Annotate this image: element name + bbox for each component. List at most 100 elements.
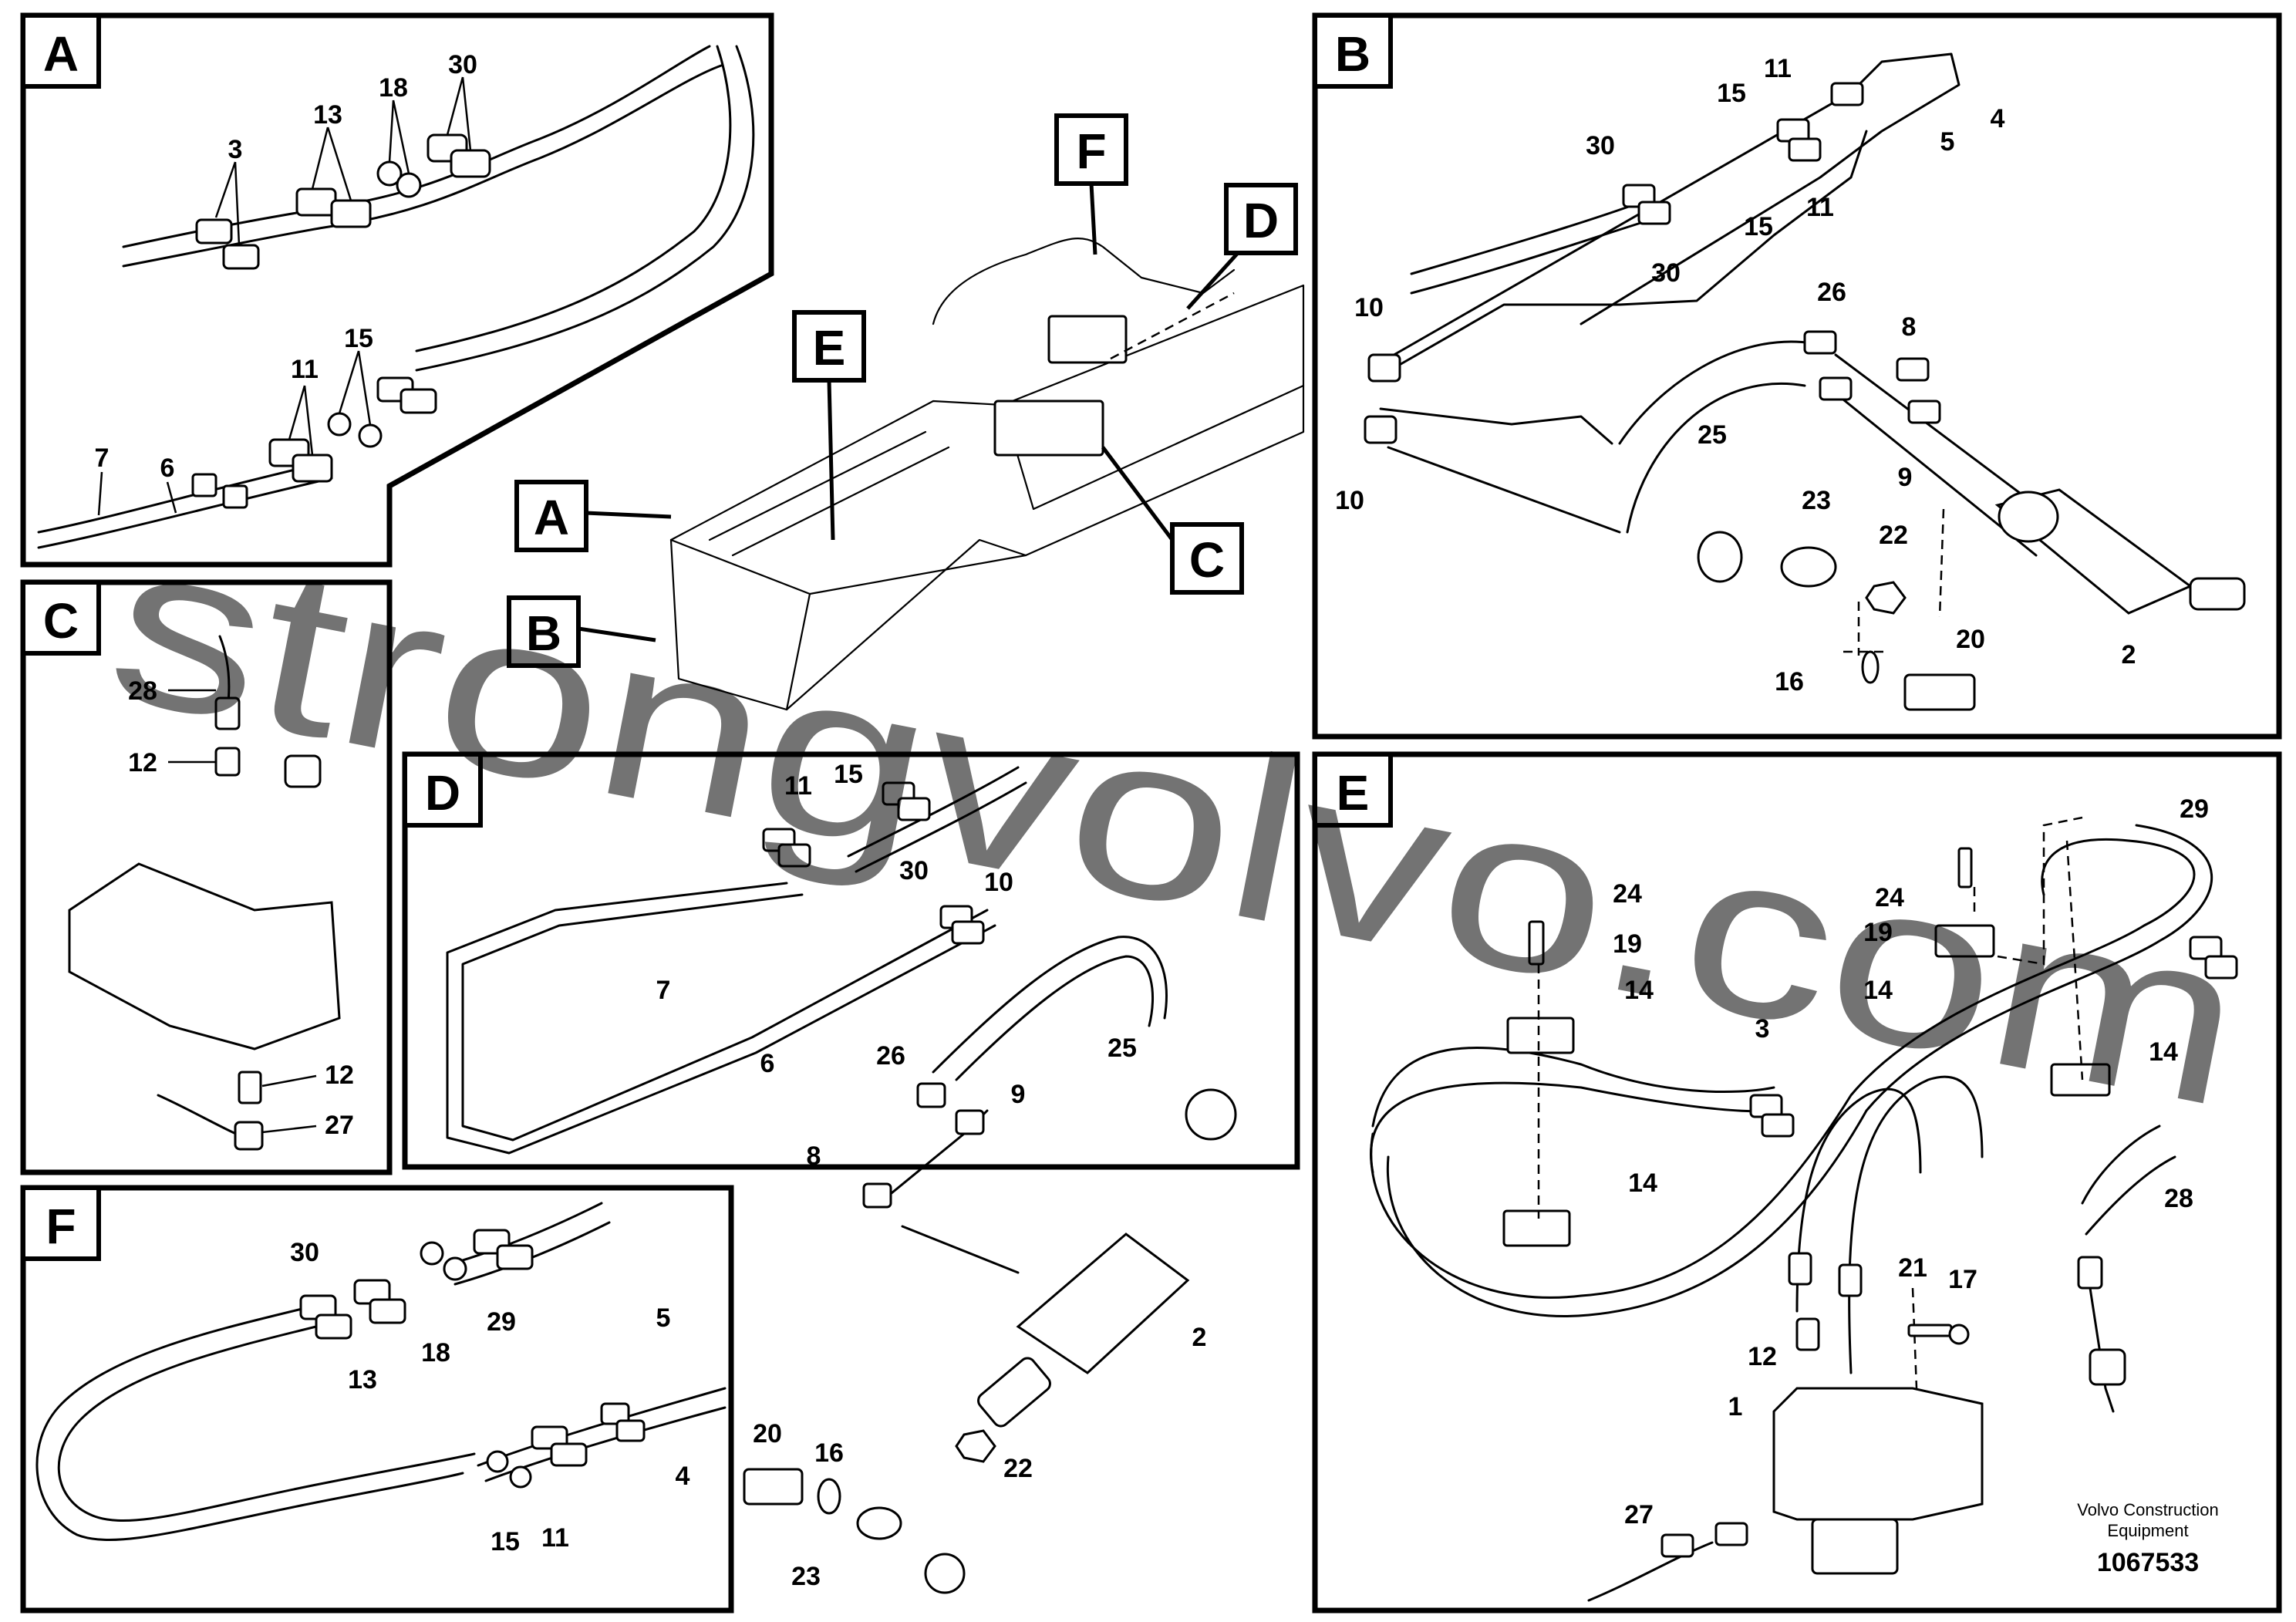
tube-e1 xyxy=(2089,1286,2115,1413)
label-f-4: 4 xyxy=(676,1462,690,1491)
callout-b: B xyxy=(507,595,656,668)
hose-b1 xyxy=(1410,203,1637,275)
panel-f: F 30 13 18 29 5 4 15 11 xyxy=(20,1185,734,1614)
hose-f1 xyxy=(35,1302,464,1541)
label-d-8: 8 xyxy=(807,1141,821,1171)
label-b-5: 5 xyxy=(1940,127,1955,157)
fitting-a1 xyxy=(195,218,233,244)
fittings-d xyxy=(762,781,985,1209)
panel-d: D 11 15 30 10 7 6 2 xyxy=(402,751,1300,1594)
label-d-15: 15 xyxy=(834,760,863,789)
panel-f-letter-box xyxy=(21,1185,101,1261)
label-a-6: 6 xyxy=(160,454,175,483)
fitting-a3 xyxy=(295,187,337,217)
fitting-a2 xyxy=(222,244,260,270)
fittings-b xyxy=(1364,82,1941,444)
tube-a2 xyxy=(37,477,333,549)
panel-a: A 3 13 18 30 11 15 7 xyxy=(20,12,774,568)
callout-c-box xyxy=(1170,522,1244,595)
hose-e6 xyxy=(1848,1075,1984,1374)
hose-e7 xyxy=(2081,1125,2176,1236)
fitting-e1 xyxy=(1660,1533,1694,1558)
label-c-12a: 12 xyxy=(128,748,157,777)
label-a-3: 3 xyxy=(228,135,243,164)
fitting-a8 xyxy=(292,454,333,483)
label-f-15: 15 xyxy=(491,1527,520,1556)
hose-a2 xyxy=(122,64,723,268)
label-e-1: 1 xyxy=(1728,1392,1743,1421)
callout-f-line xyxy=(1089,183,1097,255)
label-f-29: 29 xyxy=(487,1307,516,1337)
panel-a-letter: A xyxy=(43,26,79,82)
label-a-13: 13 xyxy=(313,100,342,130)
label-e-19b: 19 xyxy=(1863,918,1893,947)
label-b-15b: 15 xyxy=(1744,212,1773,241)
washer-b xyxy=(1861,650,1880,684)
overview-machine xyxy=(669,238,1305,711)
valve-block-2 xyxy=(1047,315,1128,364)
tube-b3 xyxy=(1379,407,1613,445)
hose-d4 xyxy=(955,955,1154,1081)
fitting-a10 xyxy=(400,388,437,414)
label-e-14a: 14 xyxy=(1624,976,1654,1005)
label-b-11a: 11 xyxy=(1764,54,1792,83)
callout-b-line xyxy=(578,626,656,642)
leader-a-30 xyxy=(446,76,472,151)
washer-d xyxy=(817,1478,841,1515)
washer-a2 xyxy=(396,172,422,198)
label-e-19a: 19 xyxy=(1613,929,1642,959)
label-c-28: 28 xyxy=(128,676,157,706)
tube-d4 xyxy=(901,1225,1020,1274)
dash-e3 xyxy=(2065,840,2084,1081)
leader-a-3 xyxy=(214,161,241,246)
hose-d2 xyxy=(855,781,1027,873)
label-b-4: 4 xyxy=(1991,104,2005,133)
leader-a-15 xyxy=(338,350,372,426)
panel-d-letter-box xyxy=(403,752,483,828)
leader-a-7 xyxy=(97,471,103,516)
clamp-e3 xyxy=(1934,924,1995,958)
valve-e xyxy=(1772,1387,1984,1521)
label-d-2: 2 xyxy=(1192,1323,1207,1352)
valve-e-bottom xyxy=(1811,1518,1899,1575)
label-d-20: 20 xyxy=(753,1419,782,1448)
label-e-21: 21 xyxy=(1898,1253,1927,1283)
label-c-27: 27 xyxy=(325,1111,354,1140)
fittings-f xyxy=(299,1229,646,1489)
callout-a-box xyxy=(514,480,588,552)
label-e-27: 27 xyxy=(1624,1500,1654,1529)
fitting-a4 xyxy=(330,199,372,228)
callout-f-box xyxy=(1054,113,1128,186)
washer-a3 xyxy=(327,412,352,437)
callout-dash-d xyxy=(1110,292,1235,360)
label-d-11: 11 xyxy=(784,771,812,801)
rod-d xyxy=(977,1357,1051,1428)
dash-e4 xyxy=(1911,1287,1918,1389)
label-b-22: 22 xyxy=(1879,521,1908,550)
label-e-29: 29 xyxy=(2180,794,2209,824)
cylinder-d xyxy=(1016,1233,1190,1374)
washer-a4 xyxy=(358,423,383,448)
panel-f-letter: F xyxy=(46,1199,76,1254)
label-b-11b: 11 xyxy=(1806,193,1834,222)
dash-b1 xyxy=(1843,602,1890,656)
hose-route xyxy=(932,238,1236,325)
callout-d-box xyxy=(1224,183,1298,255)
valve-block xyxy=(993,400,1104,457)
company-line-1: Volvo Construction xyxy=(2077,1500,2218,1519)
tube-a1 xyxy=(37,461,325,534)
label-d-23: 23 xyxy=(791,1562,821,1591)
hose-d1 xyxy=(847,766,1020,858)
hose-f4 xyxy=(453,1221,611,1286)
label-b-23: 23 xyxy=(1802,486,1831,515)
leader-a-6 xyxy=(166,481,177,514)
label-d-9: 9 xyxy=(1011,1080,1026,1109)
label-f-11: 11 xyxy=(541,1523,569,1553)
fitting-c3 xyxy=(238,1071,262,1104)
hose-f2 xyxy=(57,1321,476,1522)
label-a-18: 18 xyxy=(379,73,408,103)
hose-e3 xyxy=(1370,838,2196,1299)
hose-b4 xyxy=(1626,382,1806,534)
panel-d-letter: D xyxy=(425,765,460,821)
